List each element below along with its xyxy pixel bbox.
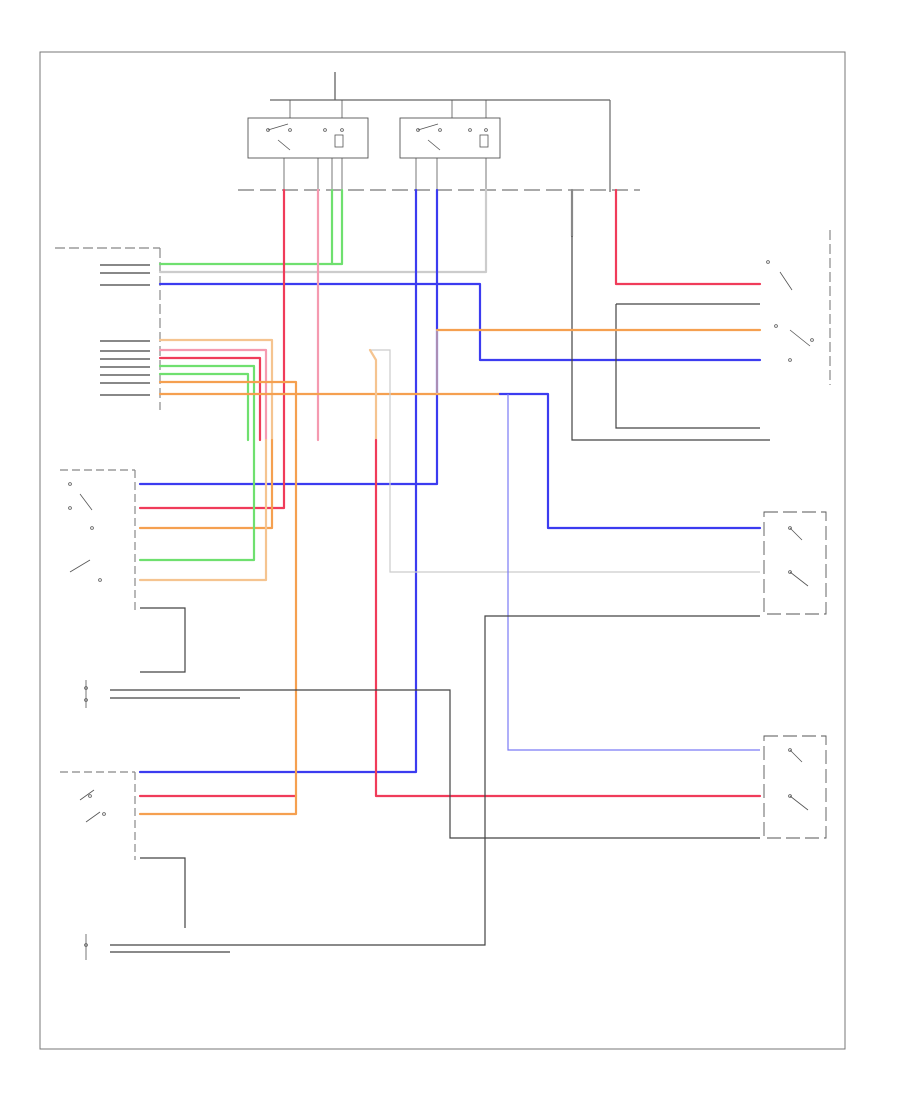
wire-red-driver-switch — [138, 438, 286, 510]
wire-blue-passenger-actuator — [498, 392, 762, 530]
relay-pin-drops — [283, 158, 487, 190]
wire-orange-module — [158, 380, 298, 442]
wire-light-orange-branch — [368, 348, 378, 442]
module-pin-markers — [100, 264, 150, 396]
wire-red-driver-actuator — [374, 438, 762, 798]
wire-green-module-lower-2 — [158, 372, 250, 442]
wire-dark-driver-ground — [140, 607, 186, 673]
wire-green-module-lower — [158, 364, 256, 442]
trunk-lid-switch — [766, 230, 831, 385]
wire-lightorange-module — [158, 338, 274, 442]
wire-blue-driver-actuator — [507, 394, 760, 751]
wire-dark-door-lock-relay — [571, 236, 770, 441]
wire-dark-rh-door — [110, 615, 760, 946]
lock-relay-contacts — [416, 100, 489, 151]
wire-gray-passenger-actuator — [370, 349, 760, 573]
wire-dark-passenger-ground — [140, 857, 186, 928]
driver-door-lock-switch — [60, 469, 136, 612]
wire-lightorange-driver-switch — [138, 438, 268, 582]
wire-orange-passenger-switch — [138, 438, 298, 816]
passenger-door-lock-switch — [60, 771, 136, 860]
driver-door-lock-actuator — [763, 735, 827, 839]
wire-green-driver-switch — [138, 438, 256, 562]
control-module — [55, 247, 161, 410]
wire-red-module — [158, 356, 262, 442]
unlock-relay-contacts — [266, 100, 344, 151]
rh-door-lock-sw — [84, 934, 88, 960]
wire-green-module-relay — [158, 188, 344, 266]
wire-pink-module — [158, 348, 268, 442]
wire-blue-lock-relay-driver — [138, 188, 439, 486]
wire-orange-driver-switch — [138, 438, 274, 530]
wire-harness — [110, 188, 770, 953]
diagram-frame — [39, 51, 846, 1050]
wire-dark-lh-door — [110, 689, 760, 839]
relay-block — [238, 72, 640, 192]
wire-blue-module-trunk — [158, 282, 762, 362]
passenger-door-lock-actuator — [763, 511, 827, 615]
wire-red-trunk — [614, 188, 762, 286]
wire-dark-door-lock-relay-2 — [615, 304, 760, 429]
lock-relay-box — [399, 117, 501, 159]
wire-blue-lock-relay-passenger — [138, 188, 418, 774]
wire-gray-module-relay — [158, 188, 488, 274]
unlock-relay-box — [247, 117, 369, 159]
lh-door-lock-sw — [84, 680, 88, 708]
